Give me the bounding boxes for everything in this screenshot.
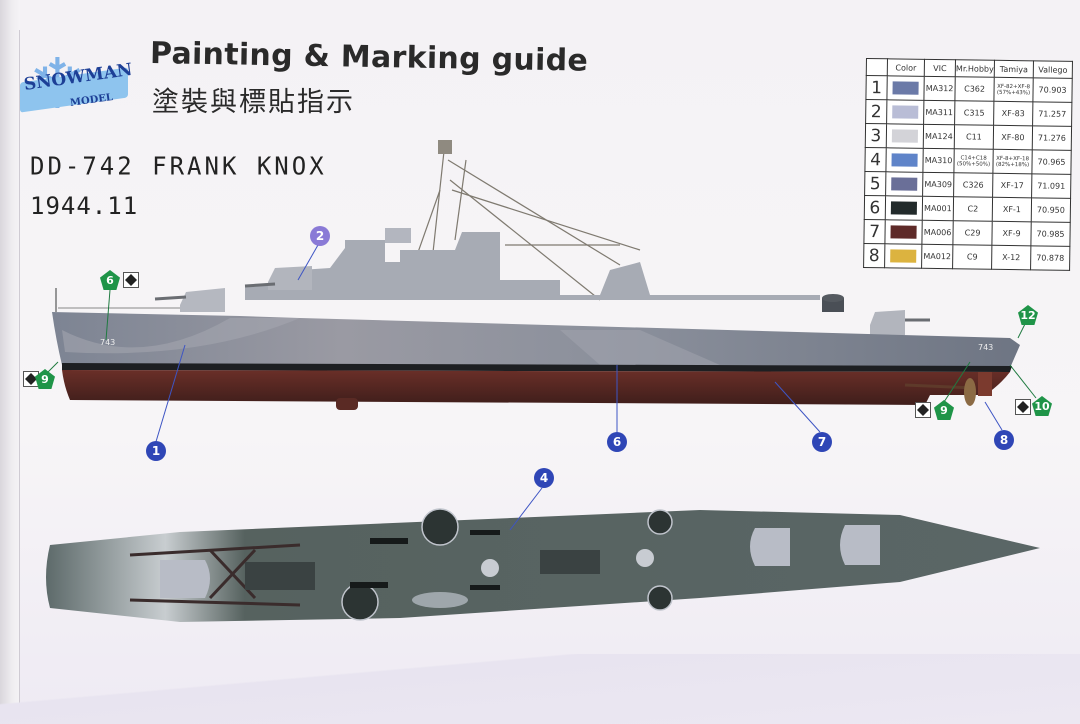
top-view-ship xyxy=(46,508,1040,622)
decal-placement-icon xyxy=(1015,399,1031,415)
ship-name: DD-742 FRANK KNOX xyxy=(30,151,327,181)
decal-callout-6: 6 xyxy=(100,270,120,290)
decal-callout-10: 10 xyxy=(1032,396,1052,416)
paint-callout-6: 6 xyxy=(607,432,627,452)
paint-callout-2: 2 xyxy=(310,226,330,246)
paint-callout-4: 4 xyxy=(534,468,554,488)
snowman-model-logo: ❄ SNOWMAN MODEL xyxy=(18,45,134,125)
decal-placement-icon xyxy=(915,402,931,418)
hull-number-stern: 743 xyxy=(978,343,993,352)
page-title-chinese: 塗裝與標貼指示 xyxy=(152,87,355,118)
paint-callout-1: 1 xyxy=(146,441,166,461)
decal-callout-12: 12 xyxy=(1018,305,1038,325)
page-curl xyxy=(0,654,1080,724)
decal-placement-icon xyxy=(123,272,139,288)
page-binding-edge xyxy=(0,0,20,724)
callout-leader-lines xyxy=(154,244,1003,531)
ship-date: 1944.11 xyxy=(30,192,139,220)
paint-callout-8: 8 xyxy=(994,430,1014,450)
side-view-ship: 743 743 xyxy=(52,140,1020,410)
decal-callout-9-bow: 9 xyxy=(35,369,55,389)
hull-number-bow: 743 xyxy=(100,338,115,347)
paint-callout-7: 7 xyxy=(812,432,832,452)
decal-callout-9-stern: 9 xyxy=(934,400,954,420)
